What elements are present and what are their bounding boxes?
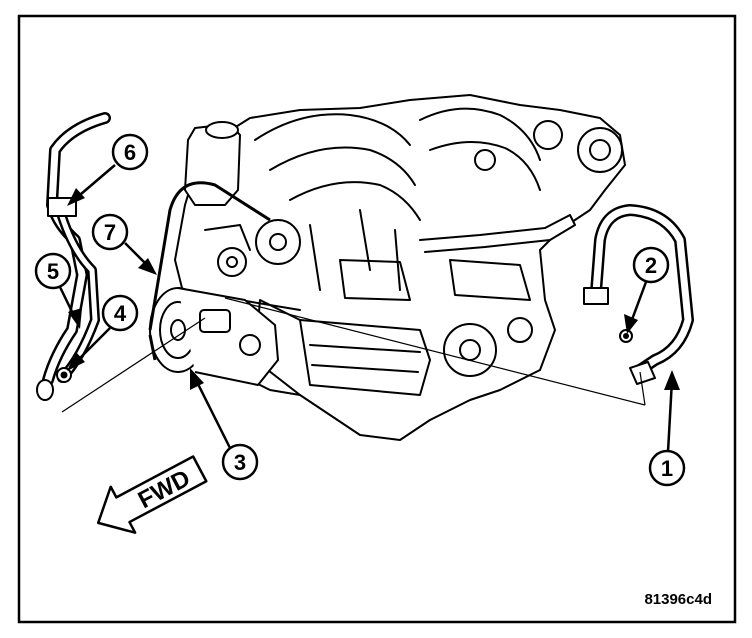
callout-1-label: 1 [661, 456, 673, 481]
callout-3-label: 3 [234, 450, 246, 475]
ac-compressor [149, 287, 279, 386]
callout-6-label: 6 [124, 140, 136, 165]
discharge-line-assembly [583, 204, 694, 385]
nut-fastener-right [619, 329, 633, 343]
callout-5: 5 [34, 252, 82, 329]
callout-2: 2 [624, 246, 670, 334]
engine-illustration [174, 94, 626, 441]
drive-belt [148, 181, 271, 361]
nut-fastener-left [56, 367, 72, 383]
callout-5-label: 5 [47, 259, 59, 284]
callout-3: 3 [190, 368, 259, 481]
callout-7: 7 [91, 213, 157, 275]
callout-6: 6 [67, 133, 149, 206]
callout-4-label: 4 [114, 301, 127, 326]
figure-id: 81396c4d [644, 591, 712, 608]
callout-2-label: 2 [645, 253, 657, 278]
callout-1: 1 [648, 370, 686, 487]
alignment-lines [61, 297, 646, 413]
callout-4: 4 [67, 294, 139, 371]
callout-7-label: 7 [104, 220, 116, 245]
